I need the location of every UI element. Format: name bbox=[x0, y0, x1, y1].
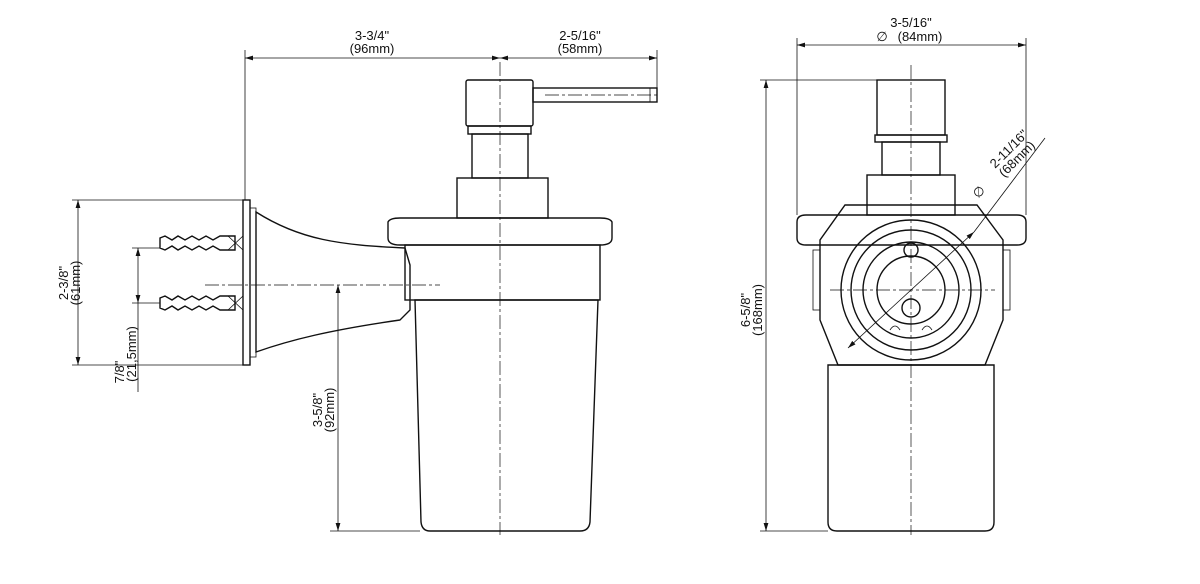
side-view bbox=[159, 62, 660, 535]
bracket-arm bbox=[255, 210, 411, 353]
dim-plate-inch: 2-3/8" bbox=[56, 265, 71, 300]
inner-diameter-symbol: ∅ bbox=[970, 183, 989, 202]
dim-glass-inch: 3-5/8" bbox=[310, 392, 325, 427]
dim-height-mm: (168mm) bbox=[750, 284, 765, 336]
dim-reach-inch: 2-5/16" bbox=[559, 28, 601, 43]
dim-width-mm: (96mm) bbox=[350, 41, 395, 56]
lid-flange bbox=[387, 217, 613, 246]
front-view bbox=[796, 65, 1027, 535]
dim-width-inch: 3-3/4" bbox=[355, 28, 390, 43]
dim-diameter-inch: 3-5/16" bbox=[890, 15, 932, 30]
dim-anchor-mm: (21,5mm) bbox=[124, 326, 139, 382]
wall-plate bbox=[242, 199, 251, 366]
diameter-symbol: ∅ bbox=[876, 29, 887, 44]
dim-anchor-inch: 7/8" bbox=[112, 360, 127, 383]
pump-head bbox=[465, 79, 534, 127]
dim-reach-mm: (58mm) bbox=[558, 41, 603, 56]
side-dimensions: 3-3/4" (96mm) 2-5/16" (58mm) 2-3/8" (61m… bbox=[56, 28, 658, 532]
wall-anchor-top bbox=[159, 235, 244, 251]
dim-glass-mm: (92mm) bbox=[322, 388, 337, 433]
dim-plate-mm: (61mm) bbox=[68, 261, 83, 306]
wall-anchor-bottom bbox=[159, 295, 244, 311]
glass-container bbox=[414, 299, 599, 532]
front-dimensions: 3-5/16" ∅ (84mm) 6-5/8" (168mm) ∅ 2-11/1… bbox=[738, 15, 1046, 532]
glass-container-front bbox=[827, 364, 995, 532]
dim-height-inch: 6-5/8" bbox=[738, 292, 753, 327]
dim-diameter-mm: (84mm) bbox=[898, 29, 943, 44]
lid-flange-front bbox=[796, 214, 1027, 246]
bracket-front bbox=[819, 204, 1004, 366]
holder-ring bbox=[404, 244, 601, 301]
pump-collar bbox=[456, 177, 549, 219]
